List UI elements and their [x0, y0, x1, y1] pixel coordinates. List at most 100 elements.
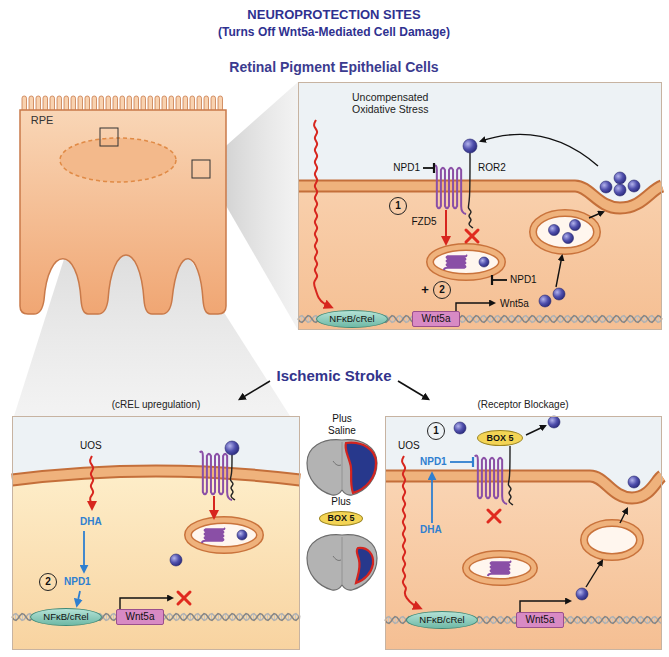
protein-dot [479, 257, 489, 267]
transcription-factor-oval: NFκB/cRel [316, 310, 388, 328]
node-text: NFκB/cRel [419, 615, 464, 625]
treatment-label: Plus Saline [318, 413, 366, 436]
protein-dot [570, 220, 581, 231]
treatment-label: Plus [331, 496, 350, 508]
receptor-label: FZD5 [412, 216, 437, 228]
brain-slice [307, 440, 377, 495]
cell-membrane [385, 476, 662, 498]
text-holder: NPD1 [64, 576, 91, 588]
cell-label: RPE [31, 114, 54, 127]
receptor [202, 528, 225, 543]
signal-arrow [620, 509, 627, 523]
rpe-cell-outline [20, 96, 226, 314]
cell-membrane [12, 471, 300, 480]
protein-dot [614, 172, 626, 184]
signal-arrow [586, 561, 602, 587]
protein-dot [548, 416, 560, 428]
protein-dot [539, 295, 551, 307]
molecule-label: DHA [420, 524, 442, 536]
stress-label: Uncompensated Oxidative Stress [352, 91, 452, 115]
node-text: Wnt5a [422, 314, 451, 324]
receptor [468, 153, 473, 228]
gene-box: Wnt5a [116, 609, 164, 625]
subtitle-text: (Turns Off Wnt5a-Mediated Cell Damage) [218, 26, 450, 40]
cell-membrane [385, 476, 662, 498]
protein-dot [600, 181, 612, 193]
text-holder: Uncompensated Oxidative Stress [352, 91, 452, 115]
vesicle-ring [188, 213, 640, 582]
molecule-label: NPD1 [420, 456, 447, 468]
text-holder: (Receptor Blockage) [477, 399, 568, 411]
section-heading: Retinal Pigment Epithelial Cells [229, 59, 438, 75]
callout-text: 2 [45, 577, 51, 587]
callout-text: 1 [433, 426, 439, 436]
gene-box: Wnt5a [412, 311, 460, 327]
rpe-cell-outline [100, 128, 118, 146]
node-text: BOX 5 [327, 514, 354, 523]
panel-heading: (cREL upregulation) [112, 399, 201, 411]
drug-oval: BOX 5 [319, 511, 363, 526]
inhibition-bar [491, 275, 493, 285]
text-holder: UOS [398, 440, 420, 452]
inhibition-bar [423, 167, 434, 169]
protein-label: Wnt5a [500, 298, 529, 310]
signal-arrow [240, 381, 270, 399]
vesicle-ring [584, 523, 640, 557]
receptor [200, 452, 232, 501]
signal-arrow [83, 531, 85, 571]
inhibition-bar [472, 457, 474, 467]
callout-text: 1 [395, 201, 401, 211]
molecule-label: NPD1 [393, 162, 420, 174]
inhibition-bar [450, 461, 473, 463]
receptor [488, 561, 511, 576]
signal-arrow [431, 474, 433, 523]
node-text: BOX 5 [486, 434, 513, 443]
protein-dot [549, 225, 560, 236]
vesicle-ring [466, 554, 534, 582]
brain-slice [342, 442, 343, 489]
gene-box: Wnt5a [516, 612, 564, 628]
vesicle-ring [188, 520, 260, 550]
brain-slice [342, 537, 343, 584]
panel-background [298, 82, 662, 208]
panel-background [12, 82, 662, 650]
text-holder: DHA [80, 516, 102, 528]
brain-slice [307, 535, 377, 590]
signal-arrow [314, 120, 331, 307]
text-holder: Plus [331, 496, 350, 508]
receptor [508, 446, 513, 505]
plus-sign: + [421, 283, 429, 298]
protein-dot [463, 139, 477, 153]
receptor [230, 455, 235, 500]
panel-background [12, 416, 300, 650]
block-mark [488, 510, 500, 522]
inset-panel: 12NFκB/cRelWnt5aUncompensated Oxidative … [298, 82, 662, 330]
panel-background [298, 82, 662, 330]
brain-slice [307, 440, 377, 590]
cell-membrane [12, 471, 300, 480]
zoom-wedge [14, 82, 298, 416]
signal-arrow [445, 210, 447, 243]
molecule-label: DHA [80, 516, 102, 528]
block-mark [488, 510, 500, 522]
block-mark [466, 230, 478, 242]
vesicle-ring [188, 520, 260, 550]
text-holder: NPD1 [510, 274, 537, 286]
signal-arrow [589, 212, 603, 218]
protein-dot [628, 476, 640, 488]
signal-arrow [120, 598, 172, 609]
vesicle-ring [430, 247, 502, 277]
signal-arrow [77, 591, 80, 605]
stress-label: UOS [398, 440, 420, 452]
vesicle-ring [466, 554, 534, 582]
vesicle-ring [533, 213, 597, 251]
node-text: NFκB/cRel [329, 314, 374, 324]
protein-dot [614, 184, 626, 196]
brain-slice [356, 548, 373, 583]
signal-arrow [556, 256, 562, 287]
protein-dot [563, 233, 574, 244]
text-holder: + [421, 283, 429, 298]
text-holder: UOS [80, 440, 102, 452]
